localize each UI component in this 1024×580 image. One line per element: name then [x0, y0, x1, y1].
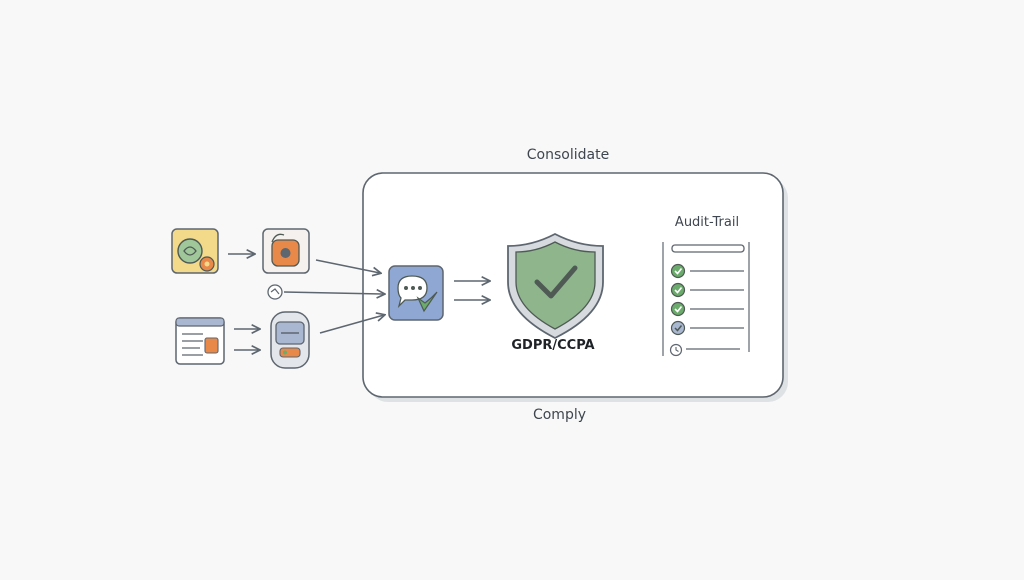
arrow — [319, 315, 384, 334]
browser-form-icon — [175, 317, 225, 365]
shield-check-icon — [507, 232, 604, 340]
clock-icon — [669, 343, 683, 357]
camera-device-icon — [262, 228, 310, 274]
check-icon — [670, 320, 686, 336]
arrow — [283, 292, 384, 294]
chat-consolidation-icon — [388, 265, 444, 321]
arrow — [315, 259, 380, 273]
payment-data-icon — [171, 228, 219, 274]
check-icon — [670, 282, 686, 298]
compliance-label: GDPR/CCPA — [511, 338, 595, 353]
check-icon — [670, 263, 686, 279]
filter-icon — [267, 284, 283, 300]
audit-trail-label: Audit-Trail — [674, 215, 740, 230]
check-icon — [670, 301, 686, 317]
wearable-device-icon — [270, 311, 310, 369]
consolidate-label: Consolidate — [526, 147, 610, 163]
comply-label: Comply — [532, 407, 587, 423]
audit-trail-list — [662, 242, 750, 356]
